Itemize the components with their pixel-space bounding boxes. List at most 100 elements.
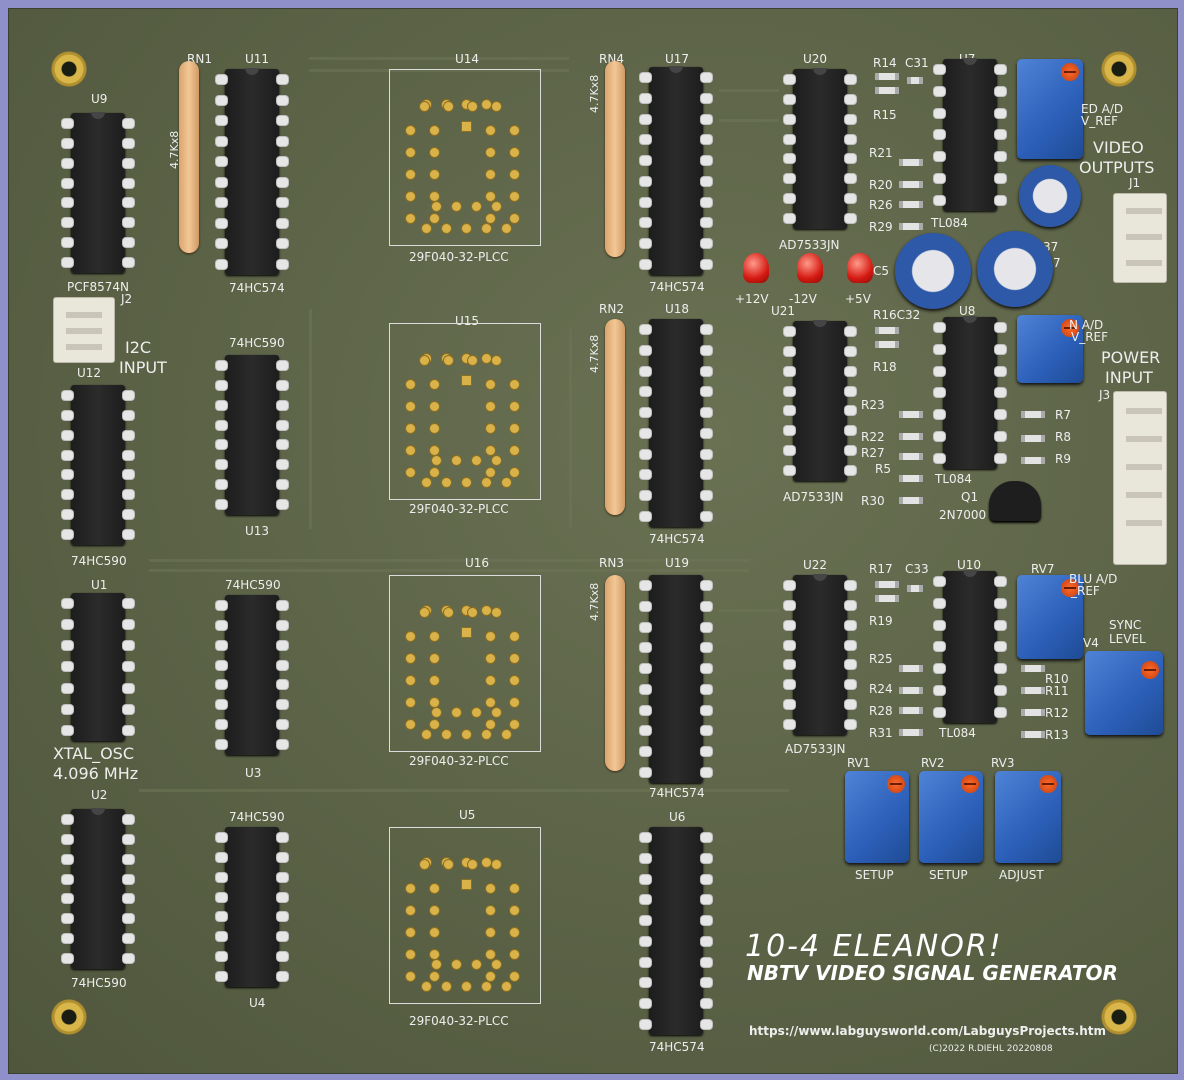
label-v-ref: V_REF [1081, 114, 1119, 128]
label-r24: R24 [869, 682, 893, 696]
label-r15: R15 [873, 108, 897, 122]
trace [149, 569, 749, 572]
trimpot-red-ad[interactable] [1017, 59, 1083, 159]
socket-pad [510, 468, 519, 477]
capacitor-smd [907, 585, 923, 592]
label-74hc590: 74HC590 [229, 336, 285, 350]
socket-pad [486, 402, 495, 411]
ic-u21 [784, 320, 856, 481]
label-sync-level: LEVEL [1109, 632, 1146, 646]
label-r29: R29 [869, 220, 893, 234]
label-i2c: I2C [125, 338, 152, 357]
electrolytic-capacitor [1019, 165, 1081, 227]
label-v-ref: V_REF [1071, 330, 1109, 344]
socket-pad [502, 982, 511, 991]
label-r10: R10 [1045, 672, 1069, 686]
label-u10: U10 [957, 558, 982, 572]
trimpot-blu-ad[interactable] [1017, 575, 1083, 659]
trimpot-grn-ad[interactable] [1017, 315, 1083, 383]
socket-pad [406, 698, 415, 707]
socket-pad [430, 170, 439, 179]
trimpot-rv1[interactable] [845, 771, 909, 863]
label-r28: R28 [869, 704, 893, 718]
mounting-hole [1101, 51, 1137, 87]
label-red-ad: ED A/D [1081, 102, 1124, 116]
socket-pad [430, 192, 439, 201]
plcc-socket-u16 [389, 575, 541, 752]
resistor-smd [899, 729, 923, 736]
socket-pad [406, 928, 415, 937]
label-u14: U14 [455, 52, 480, 66]
label-j2: J2 [121, 292, 133, 306]
label-r31: R31 [869, 726, 893, 740]
socket-pad [510, 126, 519, 135]
label-r19: R19 [869, 614, 893, 628]
trace [139, 789, 789, 792]
trace [719, 609, 779, 612]
socket-pad [430, 446, 439, 455]
socket-pad [486, 698, 495, 707]
trimpot-rv2[interactable] [919, 771, 983, 863]
connector-j1[interactable] [1113, 193, 1167, 283]
resistor-network-rn1 [179, 61, 199, 253]
label-r30: R30 [861, 494, 885, 508]
resistor-smd [899, 181, 923, 188]
socket-pad [482, 100, 491, 109]
socket-pad [406, 720, 415, 729]
socket-pad [406, 676, 415, 685]
label-u12: U12 [77, 366, 102, 380]
label-74hc590: 74HC590 [71, 976, 127, 990]
board-subtitle: NBTV VIDEO SIGNAL GENERATOR [747, 961, 1118, 985]
connector-j3[interactable] [1113, 391, 1167, 565]
socket-pad [406, 632, 415, 641]
label-ad7533jn: AD7533JN [779, 238, 840, 252]
socket-pad [486, 720, 495, 729]
socket-pad [430, 720, 439, 729]
socket-pad [510, 884, 519, 893]
label-74hc574: 74HC574 [649, 280, 705, 294]
ic-u11 [216, 68, 288, 275]
trimpot-sync-level[interactable] [1085, 651, 1163, 735]
label-r23: R23 [861, 398, 885, 412]
label-rn2-value: 4.7Kx8 [588, 334, 601, 373]
label-74hc590: 74HC590 [229, 810, 285, 824]
resistor-network-rn3 [605, 575, 625, 771]
label-r11: R11 [1045, 684, 1069, 698]
socket-pad [406, 654, 415, 663]
label-adjust: ADJUST [999, 868, 1044, 882]
socket-pad [406, 468, 415, 477]
socket-pad [486, 170, 495, 179]
connector-j2[interactable] [53, 297, 115, 363]
label-u19: U19 [665, 556, 690, 570]
label-r21: R21 [869, 146, 893, 160]
trace [719, 89, 779, 92]
socket-pad [430, 950, 439, 959]
label-plus5v: +5V [845, 292, 871, 306]
label-u18: U18 [665, 302, 690, 316]
socket-pad [482, 606, 491, 615]
label-r25: R25 [869, 652, 893, 666]
ic-u20 [784, 68, 856, 229]
label-2n7000: 2N7000 [939, 508, 987, 522]
ic-u9 [62, 112, 134, 273]
trace [309, 69, 569, 72]
label-power-input: INPUT [1105, 368, 1153, 387]
label-29f040: 29F040-32-PLCC [409, 754, 509, 768]
socket-pad [510, 632, 519, 641]
socket-pad [452, 960, 461, 969]
trimpot-rv3[interactable] [995, 771, 1061, 863]
socket-pad [422, 478, 431, 487]
socket-pad [430, 214, 439, 223]
socket-pad [406, 170, 415, 179]
label-c5: C5 [873, 264, 890, 278]
label-ad7533jn: AD7533JN [785, 742, 846, 756]
ic-u3 [216, 595, 288, 755]
label-j1: J1 [1129, 176, 1141, 190]
socket-pad [486, 972, 495, 981]
socket-pad [420, 860, 429, 869]
socket-pad [406, 192, 415, 201]
label-xtal-freq: 4.096 MHz [53, 764, 139, 783]
socket-pad [430, 906, 439, 915]
label-u5: U5 [459, 808, 476, 822]
pin1-pad [462, 628, 471, 637]
